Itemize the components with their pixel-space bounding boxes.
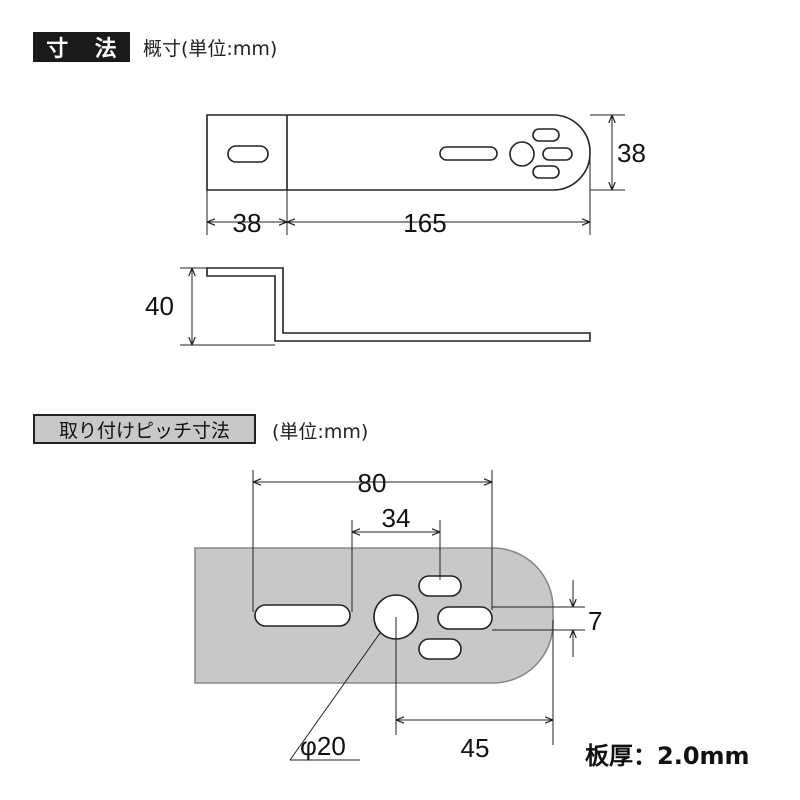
dim-165: 165: [403, 208, 446, 238]
dim-45: 45: [461, 733, 490, 763]
dimensions-heading: 寸法: [33, 32, 130, 62]
pitch-heading: 取り付けピッチ寸法: [33, 414, 256, 444]
dimensions-unit: 概寸(単位:mm): [143, 38, 278, 60]
dim-80: 80: [358, 468, 387, 498]
pitch-unit: (単位:mm): [272, 421, 369, 443]
dim-38-height: 38: [617, 138, 646, 168]
slot: [254, 604, 351, 627]
slot: [542, 147, 573, 161]
side-view-outline: [206, 267, 591, 342]
heading-char: 法: [94, 37, 117, 62]
slot: [439, 146, 498, 161]
slot: [532, 128, 560, 142]
dim-7: 7: [588, 606, 602, 636]
slot: [418, 638, 462, 660]
slot: [437, 606, 493, 630]
dim-40: 40: [145, 291, 174, 321]
slot: [227, 145, 269, 163]
top-view-outline: [206, 114, 591, 191]
dim-34: 34: [382, 503, 411, 533]
hole-diameter: φ20: [300, 731, 346, 761]
plate-thickness: 板厚：2.0mm: [585, 742, 750, 770]
hole: [509, 141, 535, 167]
heading-char: 寸: [46, 37, 69, 62]
dim-38-left: 38: [233, 208, 262, 238]
slot: [532, 165, 560, 179]
